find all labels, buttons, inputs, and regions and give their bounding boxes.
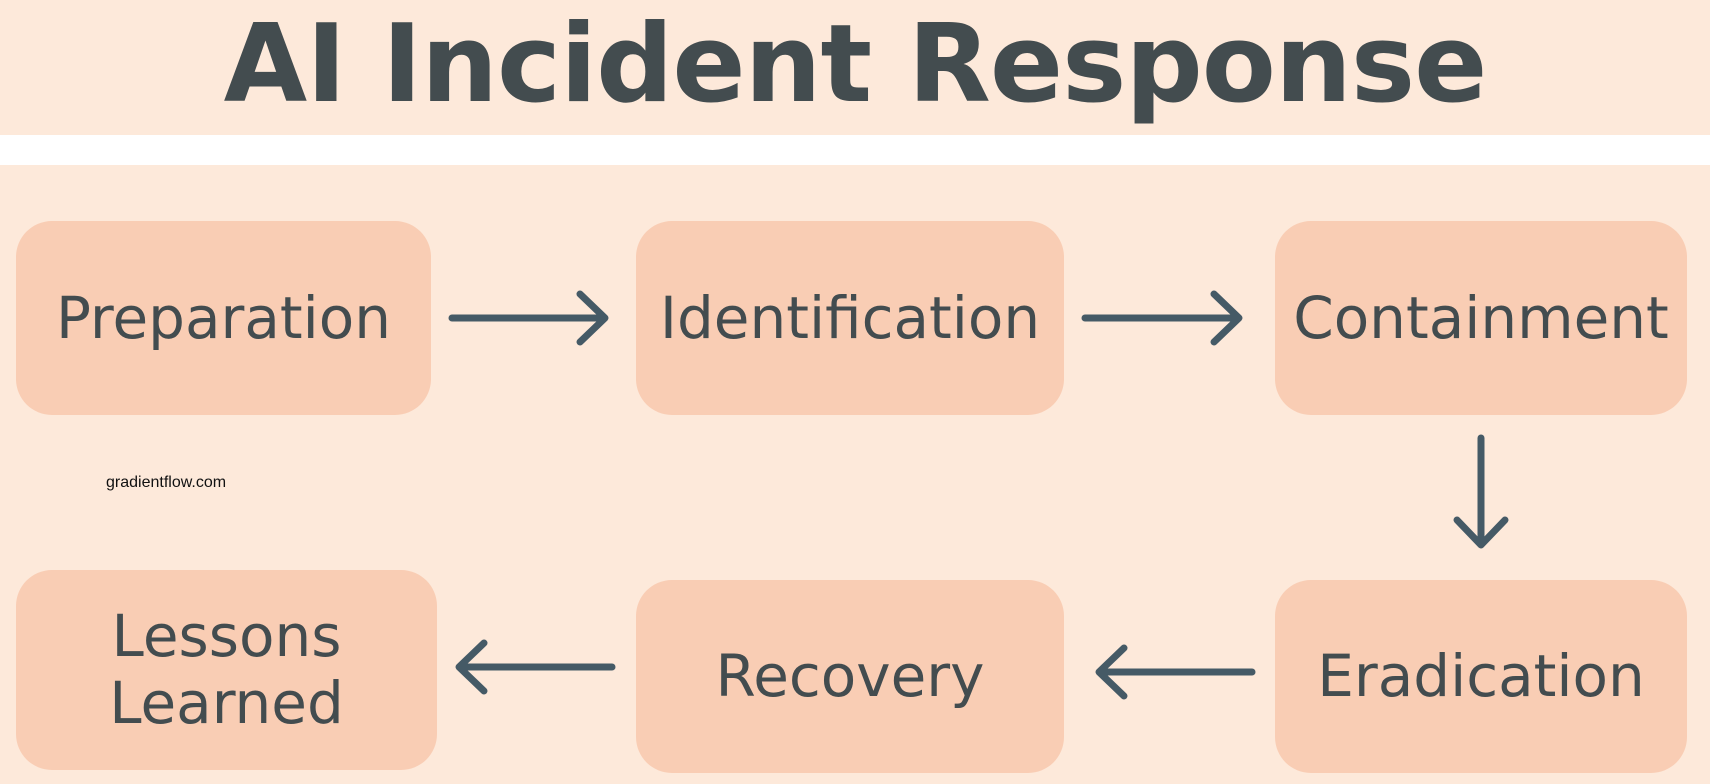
step-identification-label: Identification (659, 283, 1041, 352)
step-lessons-learned-text: Lessons Learned (109, 603, 344, 736)
step-containment: Containment (1275, 221, 1687, 415)
page-title: AI Incident Response (223, 1, 1488, 127)
step-recovery-label: Recovery (715, 642, 985, 711)
title-band (0, 0, 1710, 135)
step-lessons-learned-label-line1: Lessons (111, 602, 342, 671)
step-preparation-label: Preparation (55, 283, 392, 352)
step-identification: Identification (636, 221, 1064, 415)
step-eradication-label: Eradication (1317, 642, 1645, 711)
step-recovery: Recovery (636, 580, 1064, 773)
step-containment-label: Containment (1293, 283, 1669, 352)
step-preparation: Preparation (16, 221, 431, 415)
step-eradication: Eradication (1275, 580, 1687, 773)
watermark-text: gradientflow.com (106, 474, 227, 491)
step-lessons-learned: Lessons Learned (16, 570, 437, 770)
step-lessons-learned-label-line2: Learned (109, 669, 344, 737)
